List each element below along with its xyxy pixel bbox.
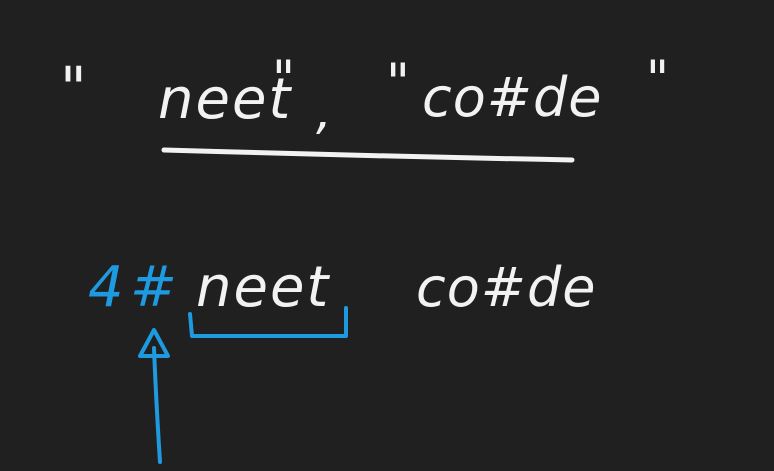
encoded-word-code: co#de: [416, 256, 596, 319]
input-underline: [161, 147, 575, 163]
arrow-head: [138, 328, 170, 358]
close-quote-2: ": [646, 50, 669, 108]
length-bracket: [188, 306, 348, 338]
separator-comma: ,: [316, 82, 332, 140]
length-prefix: 4: [88, 255, 124, 320]
encoded-word-neet: neet: [196, 255, 330, 320]
input-word-neet: neet: [158, 67, 292, 132]
close-quote-1: ": [272, 50, 295, 108]
arrow-shaft: [152, 346, 162, 464]
delimiter-arrow: [138, 328, 170, 464]
open-quote-2: ": [386, 53, 410, 113]
input-strings-row: " neet " , " co#de ": [60, 50, 669, 140]
input-word-code: co#de: [422, 66, 602, 129]
open-quote-1: ": [60, 54, 87, 122]
encoded-string-row: 4 # neet co#de: [88, 255, 596, 320]
delimiter-hash: #: [130, 255, 177, 320]
